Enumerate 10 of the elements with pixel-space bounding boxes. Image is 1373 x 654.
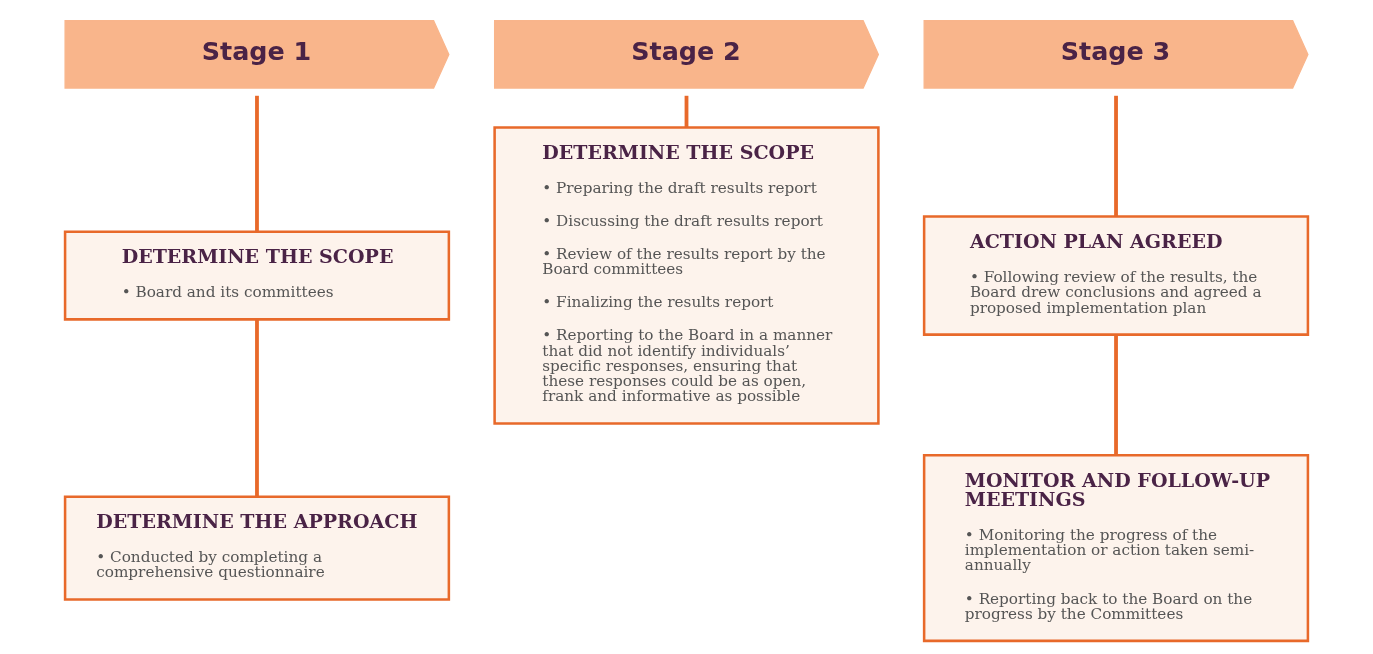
node-box: ACTION PLAN AGREED • Following review of the results, the Board drew conclusions and agreed a proposed implementation plan: [922, 215, 1310, 336]
node-box: MONITOR AND FOLLOW-UP MEETINGS • Monitoring the progress of the implementation or action taken semi-annually • Reporting back to the Board on the progress by the Committees: [922, 454, 1310, 643]
node-box: DETERMINE THE SCOPE • Preparing the draft results report • Discussing the draft results report • Review of the results report by the Board committees • Finalizing the results report • Reporting to the Board in a manner that did not identify individuals’ specific responses, ensuring that these responses could be as open, frank and informative as possible: [493, 126, 880, 425]
node-box: DETERMINE THE APPROACH • Conducted by completing a comprehensive questionnaire: [63, 495, 451, 601]
connector: [1114, 334, 1118, 455]
node-box: DETERMINE THE SCOPE • Board and its committees: [63, 230, 451, 321]
connector: [684, 95, 689, 128]
connector: [255, 95, 259, 232]
connector: [1114, 95, 1118, 217]
connector: [255, 319, 259, 497]
